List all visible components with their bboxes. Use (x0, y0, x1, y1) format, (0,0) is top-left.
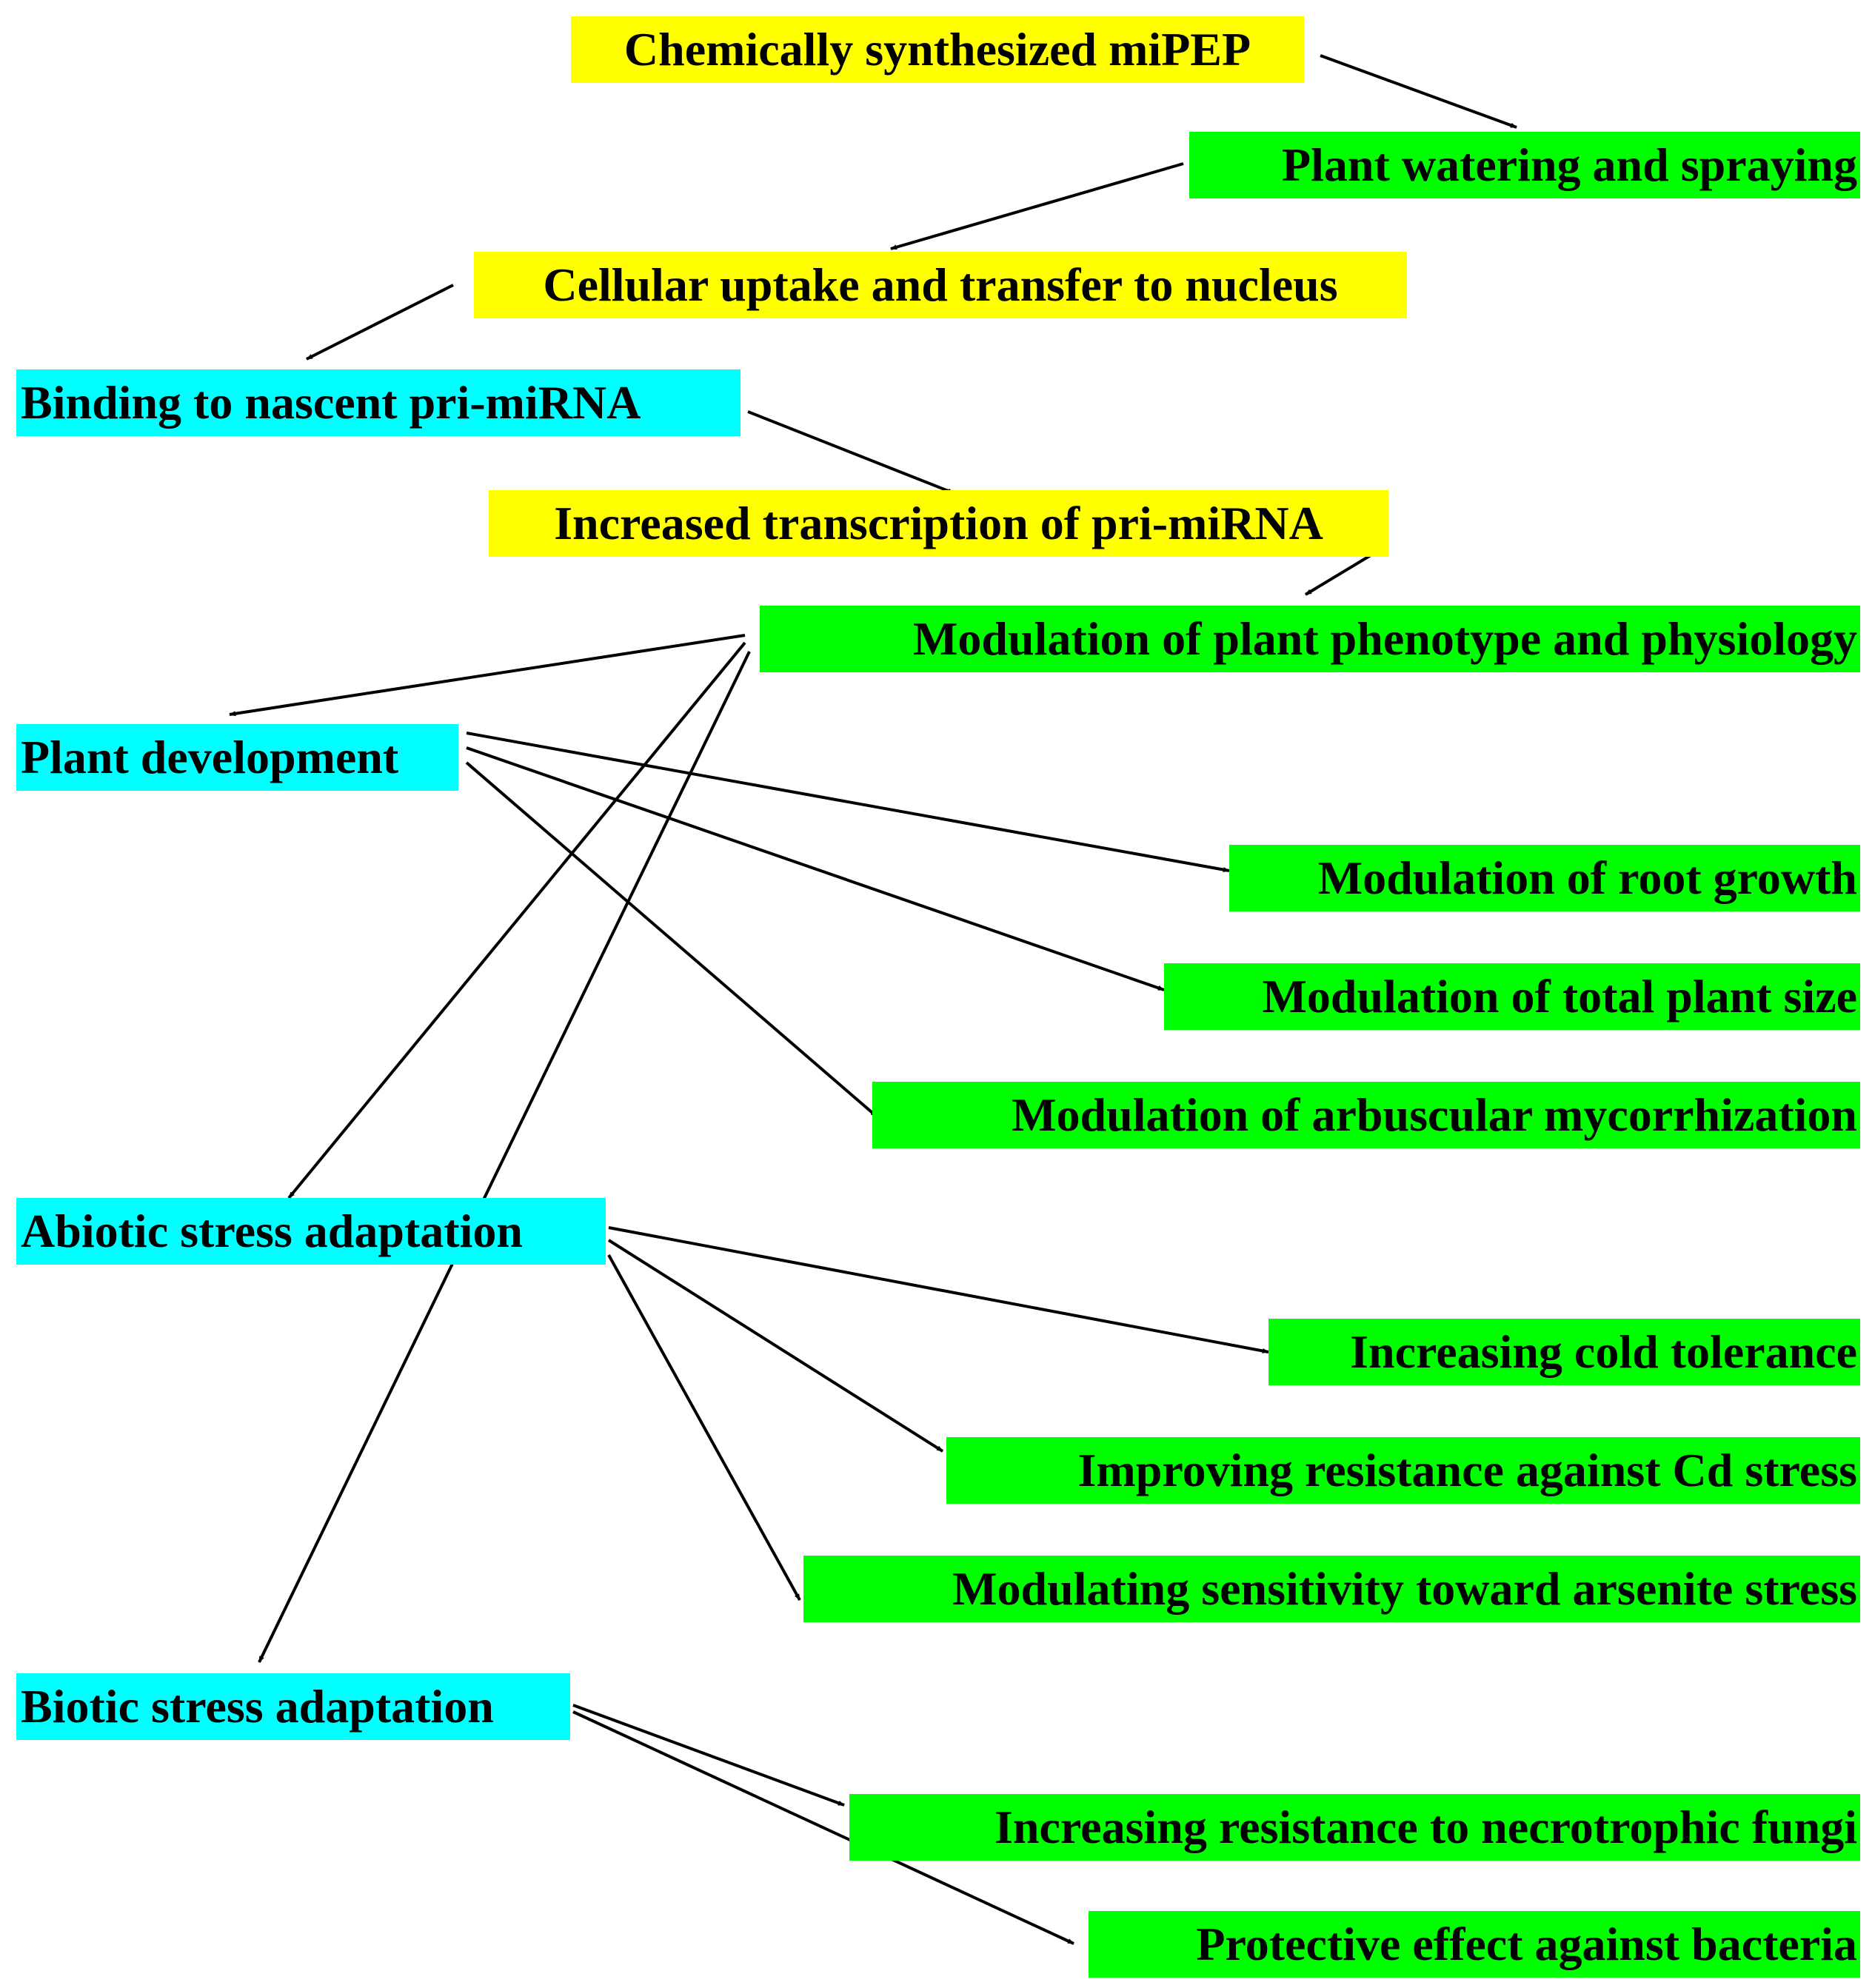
arrow-development-to-mycorrhization (465, 761, 878, 1118)
node-modulating-sensitivity-arsenite-stress: Modulating sensitivity toward arsenite s… (803, 1556, 1860, 1622)
node-improving-resistance-cd-stress: Improving resistance against Cd stress (946, 1437, 1860, 1504)
node-binding-nascent-pri-mirna: Binding to nascent pri-miRNA (16, 369, 741, 436)
arrow-development-to-plant-size (466, 746, 1165, 991)
node-cellular-uptake-transfer-nucleus: Cellular uptake and transfer to nucleus (474, 252, 1407, 318)
node-modulation-arbuscular-mycorrhization: Modulation of arbuscular mycorrhization (872, 1082, 1860, 1148)
arrow-watering-to-uptake (890, 162, 1184, 250)
node-plant-development: Plant development (16, 724, 458, 791)
node-modulation-phenotype-physiology: Modulation of plant phenotype and physio… (760, 606, 1860, 672)
node-modulation-root-growth: Modulation of root growth (1229, 845, 1860, 911)
arrow-biotic-to-fungi (572, 1704, 845, 1807)
arrow-modulation-to-development (229, 634, 746, 717)
arrow-modulation-to-biotic (258, 651, 751, 1663)
arrow-binding-to-transcription (747, 410, 955, 495)
arrow-abiotic-to-arsenite (607, 1254, 801, 1601)
node-chemically-synthesized-mipep: Chemically synthesized miPEP (571, 16, 1304, 83)
arrow-development-to-root-growth (466, 732, 1230, 873)
arrow-transcription-to-modulation (1304, 549, 1380, 596)
node-increasing-resistance-necrotrophic-fungi: Increasing resistance to necrotrophic fu… (849, 1794, 1860, 1861)
node-abiotic-stress-adaptation: Abiotic stress adaptation (16, 1198, 606, 1265)
node-increased-transcription-pri-mirna: Increased transcription of pri-miRNA (489, 490, 1388, 557)
node-modulation-total-plant-size: Modulation of total plant size (1164, 963, 1860, 1030)
node-plant-watering-and-spraying: Plant watering and spraying (1189, 132, 1860, 198)
node-protective-effect-against-bacteria: Protective effect against bacteria (1089, 1911, 1860, 1978)
node-biotic-stress-adaptation: Biotic stress adaptation (16, 1673, 570, 1740)
arrow-synthesized-to-watering (1320, 54, 1517, 129)
node-increasing-cold-tolerance: Increasing cold tolerance (1268, 1319, 1860, 1385)
arrow-uptake-to-binding (306, 284, 454, 361)
arrow-abiotic-to-cd (607, 1239, 944, 1453)
arrow-abiotic-to-cold (608, 1226, 1269, 1353)
